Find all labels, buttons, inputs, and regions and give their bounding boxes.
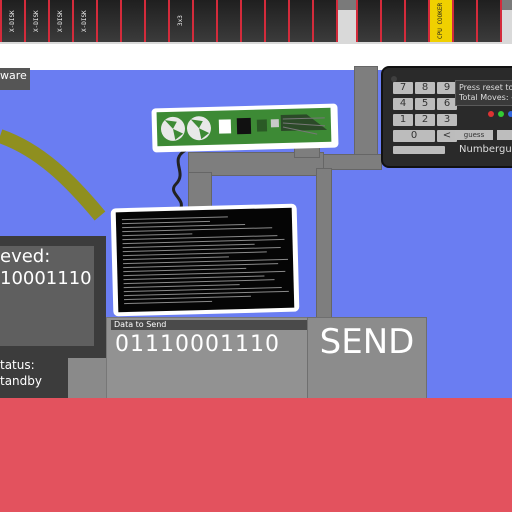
numberguess-screen: Press reset to b Total Moves: - (455, 80, 512, 106)
black-cable (172, 148, 187, 214)
received-title: eved: (0, 246, 51, 267)
key-6[interactable]: 6 (437, 98, 457, 110)
received-display (0, 236, 106, 358)
numberguess-device: 7 8 9 4 5 6 1 2 3 0 < Press reset to b T… (381, 66, 512, 168)
status-value: tandby (0, 374, 42, 388)
board-components-icon (160, 114, 328, 141)
numberguess-title: Numbergue (459, 144, 512, 155)
floor (0, 398, 512, 512)
key-9[interactable]: 9 (437, 82, 457, 94)
yellow-cable (0, 129, 106, 221)
pipe-vertical-right (354, 66, 378, 162)
key-1[interactable]: 1 (393, 114, 413, 126)
data-to-send-panel: Data to Send 01110001110 (106, 317, 308, 401)
guess-button[interactable]: guess (455, 130, 493, 140)
received-display-screen (0, 246, 94, 346)
key-4[interactable]: 4 (393, 98, 413, 110)
numberguess-instructions: Press reset to b (459, 83, 512, 92)
status-title: tatus: (0, 358, 35, 372)
key-3[interactable]: 3 (437, 114, 457, 126)
status-display: tatus: tandby (0, 356, 70, 398)
numberguess-moves: Total Moves: - (459, 93, 512, 102)
key-0[interactable]: 0 (393, 130, 435, 142)
data-to-send-value[interactable]: 01110001110 (115, 332, 280, 357)
circuit-board-pcb (156, 107, 332, 147)
terminal-tablet[interactable] (110, 203, 300, 317)
shelf-beam (0, 44, 512, 70)
color-leds-icon (488, 111, 512, 117)
power-led-icon (391, 76, 397, 82)
key-5[interactable]: 5 (415, 98, 435, 110)
hardware-label: ware (0, 68, 30, 90)
key-backspace[interactable]: < (437, 130, 457, 142)
terminal-screen (115, 207, 295, 313)
key-8[interactable]: 8 (415, 82, 435, 94)
send-button[interactable]: SEND (307, 317, 427, 399)
data-to-send-label: Data to Send (111, 320, 307, 330)
key-2[interactable]: 2 (415, 114, 435, 126)
received-value: 10001110 (0, 268, 92, 289)
guess-button-2[interactable] (497, 130, 512, 140)
pipe-right-leg (316, 168, 332, 320)
reset-button[interactable] (393, 146, 445, 154)
key-7[interactable]: 7 (393, 82, 413, 94)
circuit-board (151, 103, 339, 153)
status-stand (68, 358, 108, 398)
